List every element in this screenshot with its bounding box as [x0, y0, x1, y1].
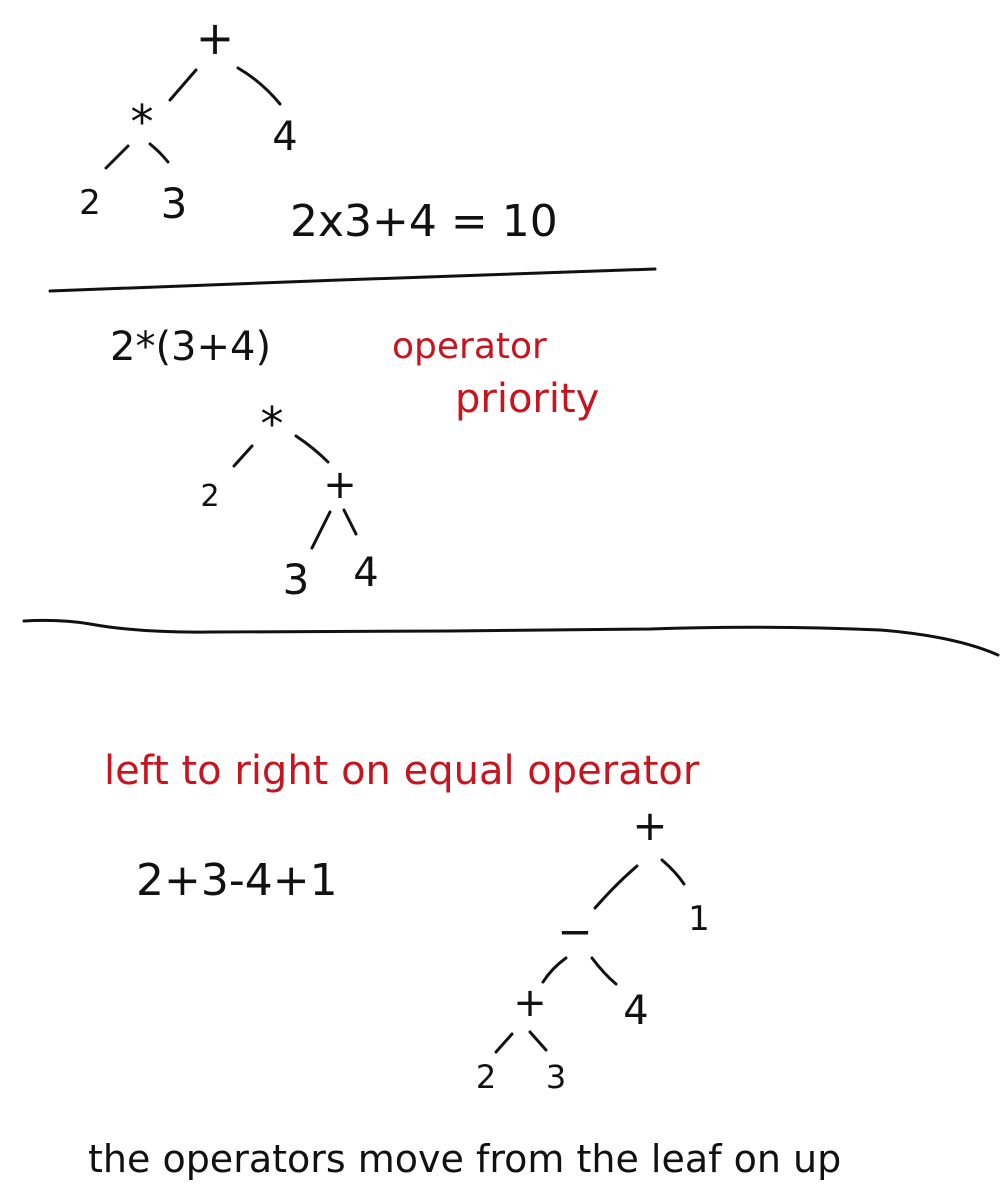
tree2-edge-root-right [294, 434, 330, 464]
tree3-low-right-leaf: 3 [546, 1058, 566, 1096]
divider-1 [48, 267, 657, 293]
tree1-leaf-left: 2 [79, 183, 101, 223]
tree2-edge-op-left [310, 510, 332, 550]
section-2: 2*(3+4) operator priority * 2 + 3 4 [22, 324, 1000, 657]
tree3-mid-right-leaf: 4 [623, 988, 648, 1034]
tree2-leaf-right: 4 [353, 550, 378, 596]
tree3-edge-root-right [660, 858, 686, 886]
tree1-edge-root-right [236, 66, 282, 106]
tree3-edge-root-left [593, 864, 639, 910]
heading-left-to-right: left to right on equal operator [104, 748, 700, 794]
tree1-edge-op-right [148, 142, 170, 164]
tree2-root-node: * [261, 397, 284, 451]
tree2-edge-op-right [342, 508, 358, 536]
tree3-root-right-leaf: 1 [688, 899, 710, 939]
footer-note: the operators move from the leaf on up [88, 1137, 841, 1181]
note-operator-priority-line2: priority [455, 376, 599, 422]
tree1-root-node: + [196, 11, 235, 65]
tree3-edge-mid-right [590, 956, 618, 986]
tree3-low-left-leaf: 2 [476, 1058, 496, 1096]
tree1-edge-root-left [168, 68, 198, 102]
note-operator-priority-line1: operator [392, 326, 547, 367]
tree1-leaf-right: 3 [161, 179, 188, 228]
divider-2 [22, 618, 1000, 657]
section-1: + * 4 2 3 2x3+4 = 10 [48, 11, 657, 293]
tree3-low-operator-node: + [513, 980, 547, 1026]
tree3-root-node: + [632, 801, 667, 850]
tree3-edge-mid-left [541, 956, 568, 984]
section-3: left to right on equal operator 2+3-4+1 … [88, 748, 841, 1181]
equation-1: 2x3+4 = 10 [290, 196, 558, 247]
tree3-mid-operator-node: − [557, 907, 592, 956]
tree2-leaf-left: 3 [283, 555, 310, 604]
expression-3: 2+3-4+1 [136, 855, 338, 906]
tree2-right-operator-node: + [323, 462, 357, 508]
tree3-edge-low-right [528, 1030, 548, 1052]
expression-2: 2*(3+4) [110, 324, 271, 370]
tree1-left-operator-node: * [131, 95, 154, 149]
tree1-right-leaf: 4 [272, 114, 297, 160]
tree1-edge-op-left [104, 144, 130, 170]
tree2-left-leaf: 2 [200, 479, 219, 514]
tree2-edge-root-left [232, 444, 254, 468]
tree3-edge-low-left [494, 1032, 514, 1054]
